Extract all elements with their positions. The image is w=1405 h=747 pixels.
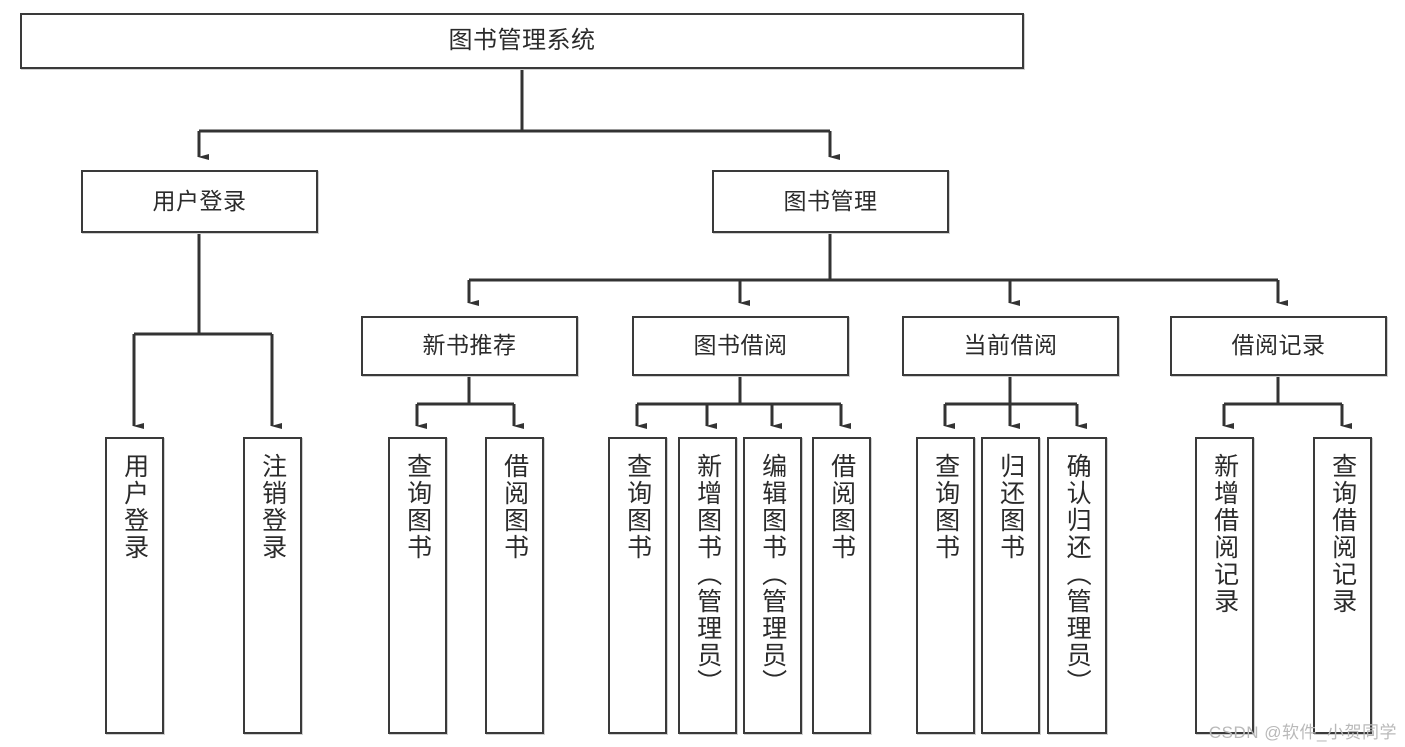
leaf-borrow-add-book-admin[interactable]: 新增图书（管理员） — [678, 437, 737, 734]
node-label: 借阅图书 — [827, 453, 856, 561]
leaf-user-login-logout[interactable]: 注销登录 — [243, 437, 302, 734]
leaf-recommend-borrow-book[interactable]: 借阅图书 — [485, 437, 544, 734]
node-label: 查询图书 — [623, 453, 652, 561]
node-label: 编辑图书（管理员） — [758, 453, 787, 696]
node-label: 新增图书（管理员） — [693, 453, 722, 696]
node-label: 注销登录 — [258, 453, 287, 561]
node-label: 借阅记录 — [1231, 332, 1326, 359]
node-label: 图书管理 — [783, 187, 878, 214]
node-label: 归还图书 — [996, 453, 1025, 561]
node-label: 查询图书 — [931, 453, 960, 561]
node-user-login[interactable]: 用户登录 — [81, 170, 318, 233]
node-label: 新书推荐 — [422, 332, 517, 359]
leaf-borrow-edit-book-admin[interactable]: 编辑图书（管理员） — [743, 437, 802, 734]
watermark-text: CSDN @软件_小贺同学 — [1208, 723, 1397, 742]
leaf-records-add-record[interactable]: 新增借阅记录 — [1195, 437, 1254, 734]
node-label: 确认归还（管理员） — [1063, 453, 1092, 696]
node-label: 查询图书 — [403, 453, 432, 561]
node-label: 用户登录 — [152, 187, 247, 214]
node-label: 用户登录 — [120, 453, 149, 561]
node-new-book-recommend[interactable]: 新书推荐 — [361, 316, 578, 376]
node-borrow-records[interactable]: 借阅记录 — [1170, 316, 1387, 376]
node-label: 借阅图书 — [500, 453, 529, 561]
node-label: 查询借阅记录 — [1328, 453, 1357, 615]
leaf-records-query-record[interactable]: 查询借阅记录 — [1313, 437, 1372, 734]
node-book-borrow[interactable]: 图书借阅 — [632, 316, 849, 376]
node-label: 图书借阅 — [693, 332, 788, 359]
node-label: 图书管理系统 — [448, 26, 596, 54]
node-label: 新增借阅记录 — [1210, 453, 1239, 615]
node-root-system[interactable]: 图书管理系统 — [20, 13, 1024, 69]
leaf-borrow-query-book[interactable]: 查询图书 — [608, 437, 667, 734]
leaf-user-login-login[interactable]: 用户登录 — [105, 437, 164, 734]
node-label: 当前借阅 — [963, 332, 1058, 359]
leaf-current-confirm-return-admin[interactable]: 确认归还（管理员） — [1047, 437, 1107, 734]
leaf-borrow-borrow-book[interactable]: 借阅图书 — [812, 437, 871, 734]
node-book-management[interactable]: 图书管理 — [712, 170, 949, 233]
node-current-borrow[interactable]: 当前借阅 — [902, 316, 1119, 376]
leaf-recommend-query-book[interactable]: 查询图书 — [388, 437, 447, 734]
leaf-current-return-book[interactable]: 归还图书 — [981, 437, 1040, 734]
leaf-current-query-book[interactable]: 查询图书 — [916, 437, 975, 734]
